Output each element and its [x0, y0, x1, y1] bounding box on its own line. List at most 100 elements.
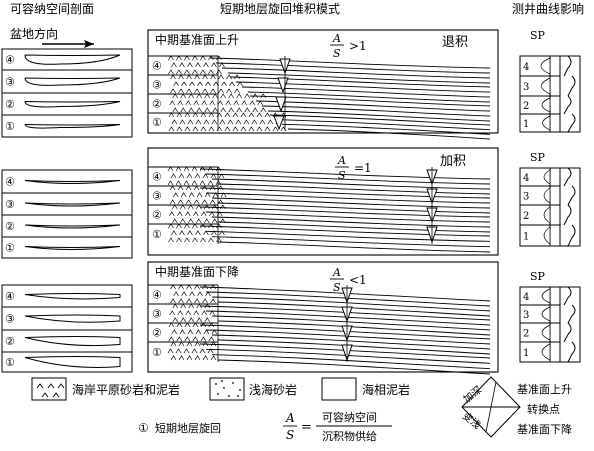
legend-rise-label: 基准面上升 — [517, 383, 572, 396]
sp-curve — [567, 304, 576, 324]
log-cycle-number: 4 — [523, 62, 529, 73]
formula-lhs-numerator: A — [285, 411, 295, 425]
accommodation-lens — [24, 54, 121, 65]
log-sand-body — [540, 57, 551, 75]
strata-lines — [199, 168, 491, 253]
log-sand-body — [541, 97, 551, 113]
log-sp-header: SP — [530, 29, 546, 42]
accommodation-group: ④ ③ ② ① — [1, 284, 133, 373]
accommodation-lens — [24, 124, 121, 129]
legend-fall-label: 基准面下降 — [517, 422, 572, 436]
diamond-shallow-label: 变浅 — [460, 409, 484, 432]
log-cycle-number: 4 — [523, 292, 529, 303]
legend-cycle-label: 短期地层旋回 — [155, 421, 221, 435]
sp-curve — [567, 113, 576, 133]
log-sp-header: SP — [530, 270, 546, 283]
coastal-plain-pattern — [168, 55, 225, 75]
cycle-number-label: ④ — [152, 171, 162, 184]
sp-curve — [567, 75, 576, 97]
accommodation-group: ④ ③ ② ① — [1, 169, 133, 259]
formula-numerator: 可容纳空间 — [322, 410, 377, 424]
strata-lines — [209, 57, 491, 140]
basin-direction-arrow — [42, 40, 94, 48]
coastal-plain-pattern — [169, 93, 267, 113]
sp-curve — [567, 224, 576, 247]
log-sp-header: SP — [530, 151, 546, 164]
cycle-number-label: ③ — [152, 79, 162, 92]
cycle-number-label: ② — [152, 98, 162, 111]
cycle-number-label: ① — [152, 346, 162, 359]
log-sand-body — [541, 324, 551, 341]
stacking-pattern-label: 加积 — [440, 154, 466, 169]
legend-shallow-sand-swatch — [209, 377, 245, 401]
log-cycle-number: 4 — [523, 173, 529, 184]
log-cycle-number: 1 — [523, 119, 529, 130]
legend-coastal-plain-label: 海岸平原砂岩和泥岩 — [72, 382, 180, 397]
log-sand-body — [543, 206, 551, 224]
accommodation-lens — [24, 314, 121, 323]
sp-curve — [563, 95, 572, 115]
coastal-plain-pattern — [168, 112, 287, 132]
ratio-denominator: S — [333, 281, 341, 294]
accommodation-lens — [24, 293, 121, 300]
log-sand-body — [541, 77, 551, 95]
header-left: 可容纳空间剖面 — [10, 1, 94, 16]
legend: 海岸平原砂岩和泥岩 浅海砂岩 海相泥岩 ① 短期地层旋回 A S = 可容纳空间… — [31, 376, 572, 443]
cycle-number-label: ④ — [5, 290, 15, 303]
base-level-diamond-icon — [461, 376, 521, 438]
legend-marine-mud-swatch — [321, 377, 357, 401]
ratio-denominator: S — [338, 169, 346, 182]
accommodation-lens — [24, 356, 121, 368]
cycle-number-label: ② — [152, 327, 162, 340]
cycle-number-label: ③ — [5, 313, 15, 326]
cycle-number-label: ① — [152, 228, 162, 241]
header-right: 测井曲线影响 — [512, 1, 584, 16]
header-middle: 短期地层旋回堆积模式 — [220, 2, 340, 16]
ratio-relation: =1 — [354, 161, 372, 175]
legend-shallow-sand-label: 浅海砂岩 — [249, 382, 297, 397]
turnaround-triangle-icon — [275, 96, 287, 113]
cycle-number-label: ④ — [5, 54, 15, 67]
sp-curve — [563, 204, 572, 226]
panel-title: 中期基准面上升 — [155, 32, 239, 47]
cycle-number-label: ③ — [5, 76, 15, 89]
cycle-number-label: ① — [5, 356, 15, 369]
cycle-number-label: ① — [5, 120, 15, 133]
coastal-plain-pattern — [168, 223, 225, 243]
log-cycle-number: 2 — [523, 211, 529, 222]
cycle-number-label: ④ — [5, 176, 15, 189]
basin-direction-label: 盆地方向 — [10, 26, 58, 41]
accommodation-lens — [24, 246, 121, 250]
ratio-denominator: S — [333, 47, 341, 60]
accommodation-lens — [24, 101, 121, 108]
cycle-number-label: ① — [5, 242, 15, 255]
turnaround-triangle-icon — [277, 77, 289, 94]
log-sand-body — [542, 115, 551, 131]
legend-cycle-symbol: ① — [138, 421, 149, 435]
legend-formula: A S = 可容纳空间 沉积物供给 — [283, 410, 392, 443]
ratio-numerator: A — [337, 154, 346, 167]
cycle-number-label: ② — [5, 335, 15, 348]
ratio-relation: >1 — [349, 39, 367, 53]
legend-coastal-plain-swatch — [31, 377, 67, 401]
coastal-plain-pattern — [167, 341, 217, 361]
log-sand-body — [543, 169, 551, 185]
sp-curve — [567, 341, 576, 363]
coastal-plain-pattern — [168, 204, 226, 224]
cycle-number-label: ③ — [152, 308, 162, 321]
formula-equals: = — [301, 420, 312, 435]
formula-lhs-denominator: S — [286, 428, 294, 442]
log-sand-body — [543, 187, 551, 204]
cycle-number-label: ③ — [5, 198, 15, 211]
cycle-number-label: ③ — [152, 190, 162, 203]
panel-title: 中期基准面下降 — [155, 264, 239, 279]
log-sand-body — [541, 288, 551, 304]
accommodation-lens — [24, 180, 121, 184]
cycle-number-label: ② — [5, 220, 15, 233]
